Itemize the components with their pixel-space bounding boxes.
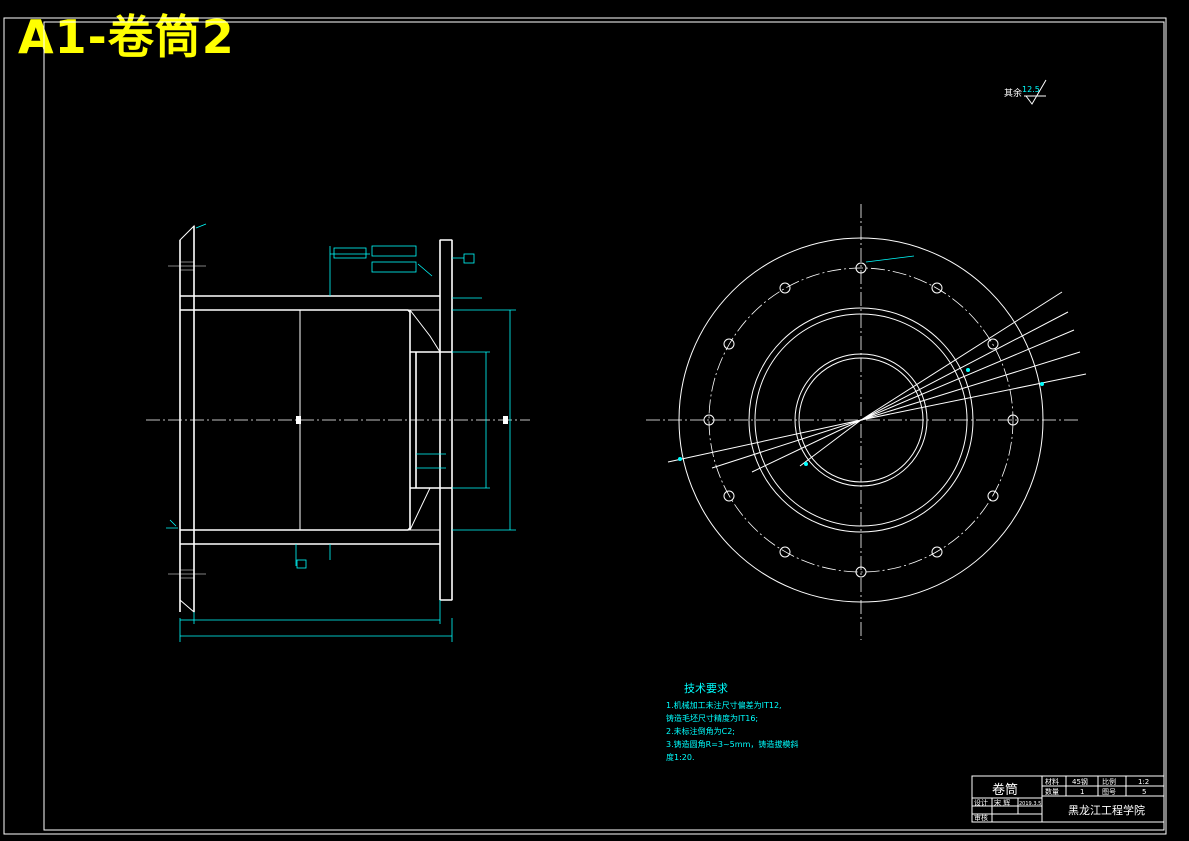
tech-requirements: 技术要求 1.机械加工未注尺寸偏差为IT12, 铸造毛坯尺寸精度为IT16; 2… [666,682,798,762]
roughness-symbol: 其余 12.5 [1004,79,1047,105]
bolt-pitch-circle [708,267,1014,573]
tech-requirements-title: 技术要求 [684,682,728,695]
tb-designer: 宋 辉 [994,798,1010,807]
section-outline [179,226,453,612]
hatch-bottom-wall [179,529,441,545]
tb-part-name: 卷筒 [992,782,1018,798]
tb-designer-label: 设计 [974,798,988,807]
end-view [646,204,1087,640]
tb-date: 2019.3.5 [1019,801,1041,807]
tb-scale: 1:2 [1138,778,1149,786]
flange-outer-circle [678,237,1044,603]
tb-reviewer-label: 审核 [974,813,988,822]
roughness-value: 12.5 [1022,85,1040,94]
bore-circle [798,357,924,483]
tech-line-1: 1.机械加工未注尺寸偏差为IT12, [666,700,782,710]
tech-line-3: 2.未标注倒角为C2; [666,726,735,736]
tb-school: 黑龙江工程学院 [1068,803,1145,817]
tech-line-2: 铸造毛坯尺寸精度为IT16; [666,713,758,723]
spigot-circle [794,353,928,487]
section-view [146,223,530,642]
hatch-left-flange-top [179,224,195,297]
title-block: 卷筒 材料 45钢 比例 1:2 数量 1 图号 5 设计 宋 辉 2019.3… [971,775,1165,823]
tech-line-5: 度1:20. [666,752,695,762]
bolt-holes [703,262,1019,578]
outer-border [3,17,1167,835]
tb-quantity-label: 数量 [1045,787,1059,796]
flange-hole-bottom [168,569,206,579]
tb-scale-label: 比例 [1102,777,1116,786]
hatch-top-wall [179,295,441,311]
drum-inner-circle [754,313,968,527]
inner-border [43,21,1165,831]
tb-quantity: 1 [1080,788,1084,796]
tech-line-4: 3.铸造圆角R=3~5mm，铸造拔模斜 [666,739,798,749]
section-dimensions [166,223,516,642]
roughness-label: 其余 [1004,87,1022,99]
tb-material: 45钢 [1072,777,1088,786]
tb-material-label: 材料 [1045,777,1059,786]
flange-hole-top [168,261,206,271]
drum-outer-circle [748,307,974,533]
tb-drawing-no: 5 [1142,788,1146,796]
tb-drawing-no-label: 图号 [1102,788,1116,796]
end-view-leaders [667,255,1087,473]
